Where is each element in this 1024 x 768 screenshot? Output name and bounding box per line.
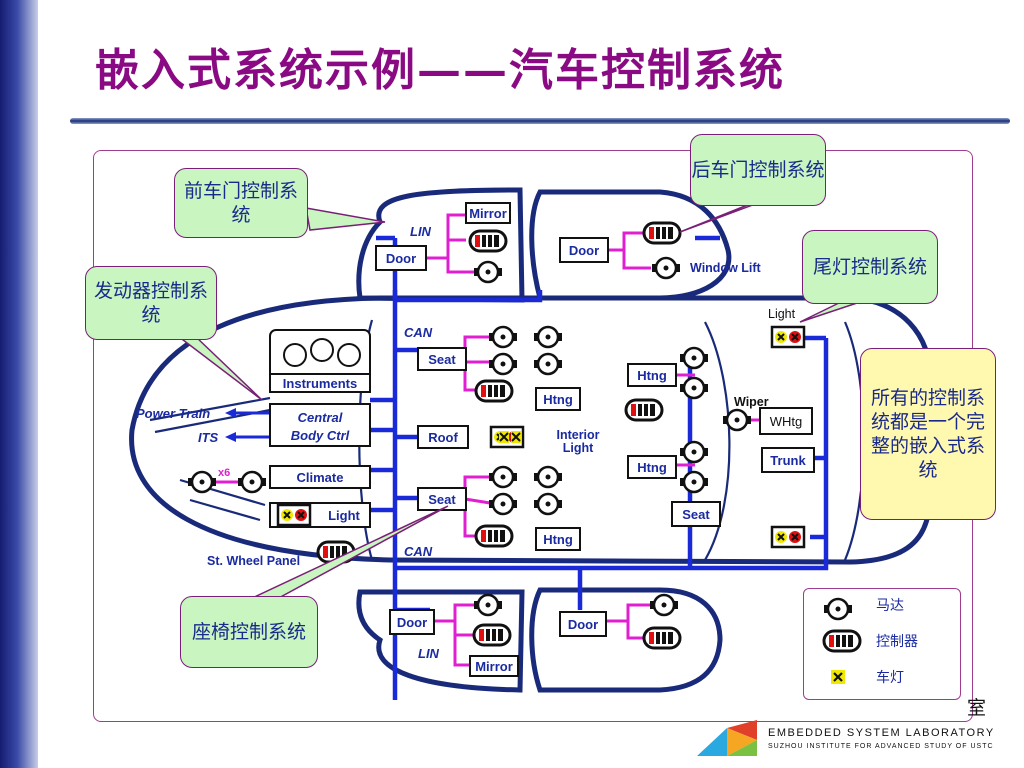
door-front-left: Door [375, 245, 427, 271]
callout-rear-door: 后车门控制系统 [690, 134, 826, 206]
svg-text:Light: Light [328, 508, 360, 523]
motor-icon [824, 597, 852, 621]
svg-text:Door: Door [568, 617, 598, 632]
mirror-top: Mirror [465, 202, 511, 224]
legend-motor-label: 马达 [876, 598, 904, 614]
svg-text:Seat: Seat [428, 492, 456, 507]
callout-tails [169, 199, 861, 601]
legend: 马达 控制器 车灯 [803, 588, 961, 700]
trunk-box: Trunk [761, 447, 815, 473]
title-underline [70, 118, 1010, 124]
lab-name: EMBEDDED SYSTEM LABORATORY [768, 727, 995, 739]
x6-label: x6 [218, 467, 230, 479]
svg-text:Htng: Htng [543, 532, 573, 547]
light-rear-label: Light [768, 307, 796, 321]
svg-text:Door: Door [397, 615, 427, 630]
roof-box: Roof [417, 425, 469, 449]
mirror-bottom: Mirror [469, 655, 519, 677]
climate-box: Climate [269, 465, 371, 489]
lab-subtitle: SUZHOU INSTITUTE FOR ADVANCED STUDY OF U… [768, 743, 994, 750]
door-rear-right-bottom: Door [559, 611, 607, 637]
power-train-label: Power Train [136, 406, 210, 421]
svg-text:Roof: Roof [428, 430, 458, 445]
legend-icons [822, 597, 862, 684]
seat-bottom-box: Seat [417, 487, 467, 511]
can-top-label: CAN [404, 325, 433, 340]
controller-icon [822, 629, 862, 653]
window-lift-label: Window Lift [690, 261, 762, 275]
svg-text:Htng: Htng [637, 460, 667, 475]
svg-text:Htng: Htng [543, 392, 573, 407]
svg-text:Body Ctrl: Body Ctrl [291, 428, 350, 443]
can-bottom-label: CAN [404, 544, 433, 559]
svg-text:Seat: Seat [428, 352, 456, 367]
callout-front-door: 前车门控制系统 [174, 168, 308, 238]
its-label: ITS [198, 430, 219, 445]
svg-text:Trunk: Trunk [770, 453, 806, 468]
svg-text:Instruments: Instruments [283, 376, 357, 391]
wiper-label: Wiper [734, 395, 769, 409]
local-wires [208, 213, 760, 667]
svg-text:Climate: Climate [297, 470, 344, 485]
svg-text:Htng: Htng [637, 368, 667, 383]
legend-lamp-label: 车灯 [876, 670, 904, 686]
slide-title: 嵌入式系统示例——汽车控制系统 [95, 45, 785, 96]
seat-rear-box: Seat [671, 501, 721, 527]
htng-rear-bottom: Htng [627, 455, 677, 479]
svg-text:Door: Door [386, 251, 416, 266]
central-body-ctrl-box: Central Body Ctrl [269, 403, 371, 447]
lin-bottom-label: LIN [418, 646, 440, 661]
lamp-icon [831, 670, 845, 684]
instruments-box: Instruments [269, 329, 371, 393]
svg-text:Mirror: Mirror [475, 659, 513, 674]
seat-top-box: Seat [417, 347, 467, 371]
interior-light-label-1: Interior [556, 428, 599, 442]
corner-text: 室 [967, 697, 987, 719]
lab-logo [697, 720, 757, 756]
htng-seat-top: Htng [535, 387, 581, 411]
callout-taillight: 尾灯控制系统 [802, 230, 938, 304]
callout-engine: 发动器控制系统 [85, 266, 217, 340]
interior-light-label-2: Light [563, 441, 594, 455]
svg-text:WHtg: WHtg [770, 414, 803, 429]
svg-text:Central: Central [298, 410, 343, 425]
whtg-box: WHtg [759, 407, 813, 435]
door-front-left-bottom: Door [389, 609, 435, 635]
svg-text:Seat: Seat [682, 507, 710, 522]
callout-all-embedded: 所有的控制系统都是一个完整的嵌入式系统 [860, 348, 996, 520]
left-accent-bar [0, 0, 38, 768]
legend-controller-label: 控制器 [876, 634, 918, 650]
lin-top-label: LIN [410, 224, 432, 239]
svg-text:Door: Door [569, 243, 599, 258]
htng-rear-top: Htng [627, 363, 677, 387]
svg-text:Mirror: Mirror [469, 206, 507, 221]
st-wheel-panel-label: St. Wheel Panel [207, 554, 300, 568]
door-rear-left: Door [559, 237, 609, 263]
callout-seat: 座椅控制系统 [180, 596, 318, 668]
htng-seat-bottom: Htng [535, 527, 581, 551]
